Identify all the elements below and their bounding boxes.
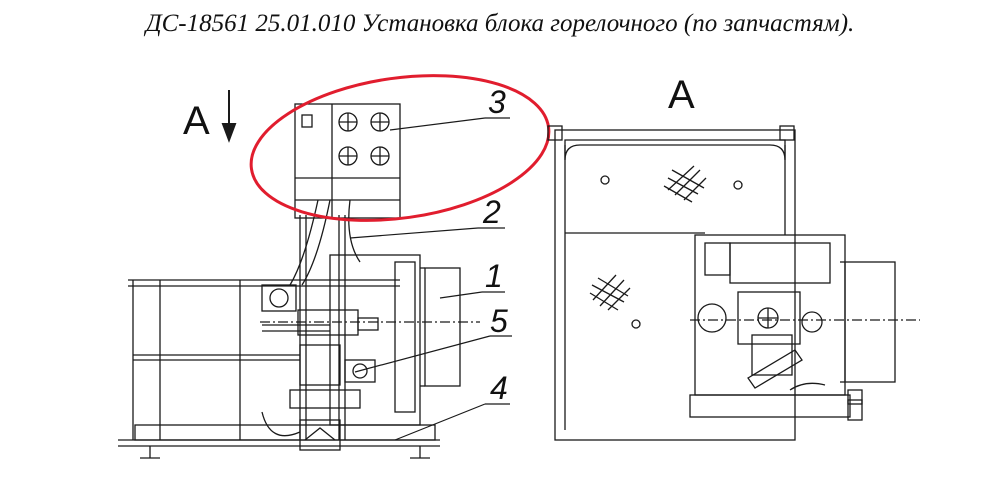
callout-2: 2 (482, 194, 501, 230)
drawing-title: ДС-18561 25.01.010 Установка блока горел… (145, 10, 855, 37)
view-direction-arrow-icon (221, 90, 237, 143)
view-mark-left: А (183, 99, 210, 143)
left-side-view (118, 103, 480, 459)
callout-1: 1 (485, 258, 503, 294)
callout-5: 5 (490, 303, 508, 339)
callout-leaders (349, 117, 512, 441)
callout-4: 4 (490, 370, 508, 406)
view-mark-right: А (668, 73, 695, 117)
right-front-view (547, 125, 920, 441)
callout-3: 3 (488, 84, 506, 120)
